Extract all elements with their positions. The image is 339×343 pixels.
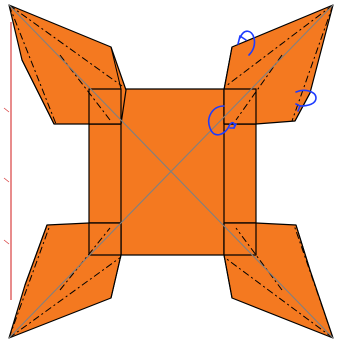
fold-line-tl-2 (8, 4, 123, 87)
fold-line-tr-1 (291, 4, 334, 122)
rotate-arrow-right-head (295, 103, 301, 112)
center-body (120, 88, 225, 256)
rotate-arrow-center-icon (208, 105, 236, 136)
flap-bottom-right-tab (223, 222, 257, 256)
fold-line-tr-2 (225, 4, 334, 87)
left-edge-tick-1 (3, 107, 10, 113)
flap-top-right-fold (294, 92, 311, 122)
fold-line-bl-2 (8, 256, 122, 339)
rotate-arrow-top-icon (239, 30, 256, 56)
flap-bottom-left-fold (24, 224, 48, 286)
left-edge-tick-3 (3, 239, 10, 245)
flap-top-left-fold (21, 59, 55, 125)
fold-line-br-3 (235, 227, 283, 291)
flap-top-right-inner (223, 46, 233, 90)
fold-line-tr-3 (235, 54, 283, 121)
flap-top-right-tab (223, 88, 257, 125)
flap-top-left-tab (88, 88, 122, 125)
fold-line-tl-1 (8, 4, 57, 125)
flap-bottom-right-inner (223, 254, 233, 299)
fold-line-bl-1 (8, 224, 51, 339)
rotate-arrow-center-head (229, 123, 237, 129)
flap-top-left-inner (110, 46, 122, 90)
flap-bottom-right-fold (295, 224, 311, 271)
rotate-arrow-right-icon (295, 89, 317, 107)
fold-line-bl-3 (59, 227, 111, 291)
fold-line-tl-3 (59, 54, 111, 121)
fold-line-br-1 (293, 224, 334, 339)
flap-bottom-left-inner (110, 254, 122, 299)
rotate-arrow-top-head (237, 35, 247, 45)
left-edge-tick-2 (3, 177, 10, 183)
diagonal-cross (8, 4, 334, 339)
